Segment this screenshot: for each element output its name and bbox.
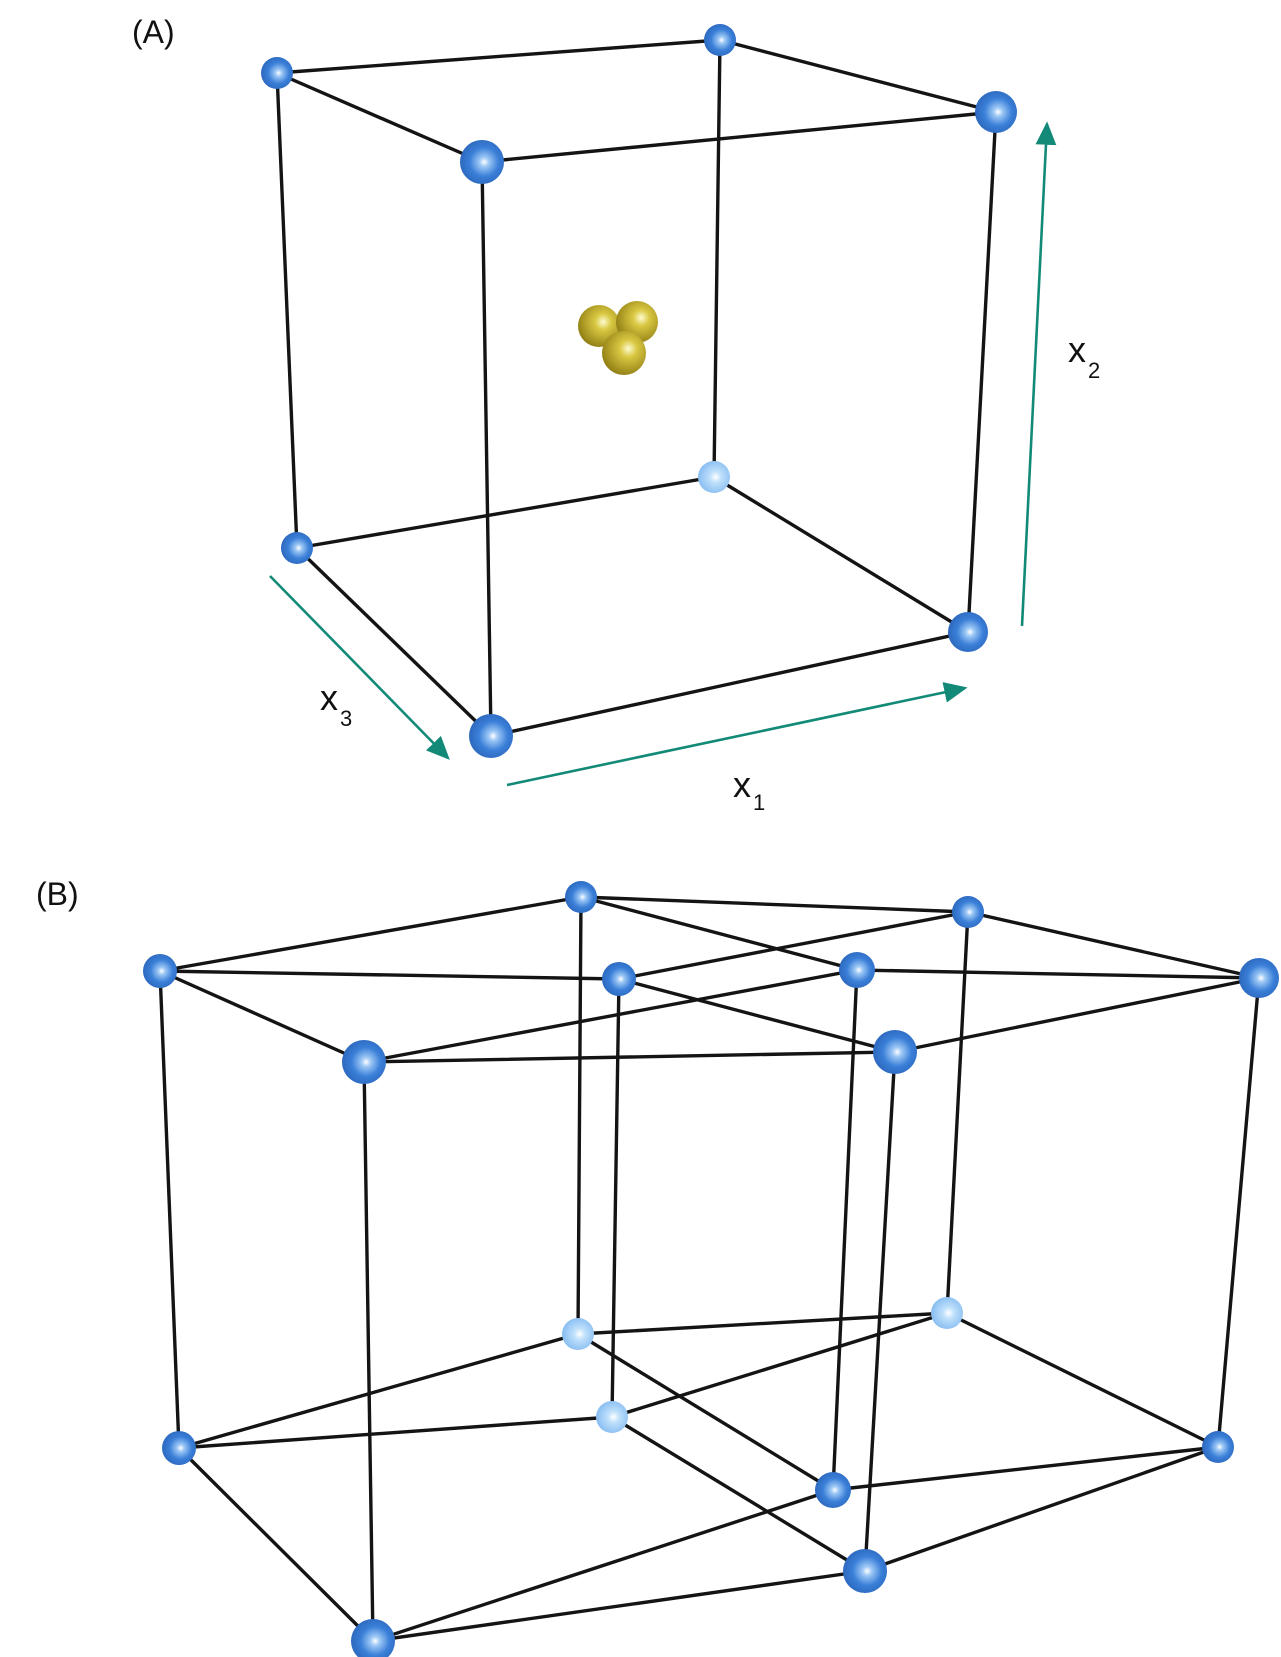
panel-a-axes bbox=[269, 121, 1057, 787]
edge bbox=[966, 910, 1261, 980]
x2-label-main: x bbox=[1068, 329, 1086, 370]
edge bbox=[610, 977, 621, 1419]
edge bbox=[576, 895, 583, 1336]
edge bbox=[712, 38, 722, 479]
edge bbox=[863, 1445, 1220, 1573]
edge bbox=[576, 1311, 949, 1336]
edge bbox=[966, 110, 998, 634]
x1-axis-label: x 1 bbox=[733, 764, 765, 815]
atom bbox=[162, 1431, 196, 1465]
atom bbox=[596, 1401, 628, 1433]
x1-axis-arrow bbox=[506, 682, 968, 787]
edge bbox=[831, 1445, 1220, 1492]
edge bbox=[945, 910, 970, 1315]
edge bbox=[579, 895, 859, 972]
atom bbox=[460, 140, 504, 184]
edge bbox=[295, 475, 716, 550]
atom bbox=[948, 612, 988, 652]
edge bbox=[489, 630, 970, 738]
edge bbox=[863, 1050, 897, 1573]
center-atom-cluster bbox=[578, 301, 658, 375]
edge bbox=[576, 1332, 835, 1492]
edge bbox=[617, 977, 897, 1054]
edge bbox=[610, 1311, 949, 1419]
edge bbox=[371, 1488, 835, 1643]
panel-a-atoms bbox=[261, 24, 1017, 758]
atom bbox=[843, 1549, 887, 1593]
atom bbox=[1202, 1431, 1234, 1463]
edge bbox=[295, 546, 493, 738]
edge bbox=[275, 71, 484, 164]
atom bbox=[602, 962, 636, 996]
atom bbox=[351, 1619, 395, 1657]
center-atom bbox=[602, 331, 646, 375]
atom bbox=[261, 57, 293, 89]
edge bbox=[617, 910, 970, 981]
atom bbox=[698, 461, 730, 493]
edge bbox=[362, 968, 859, 1064]
atom bbox=[565, 881, 597, 913]
edge bbox=[371, 1569, 867, 1643]
atom bbox=[562, 1318, 594, 1350]
panel-a-label: (A) bbox=[132, 14, 175, 50]
atom bbox=[342, 1040, 386, 1084]
panel-a-edges bbox=[275, 38, 998, 738]
edge bbox=[362, 1060, 375, 1643]
atom bbox=[469, 714, 513, 758]
edge bbox=[480, 110, 998, 164]
x3-axis-label: x 3 bbox=[320, 677, 352, 731]
edge bbox=[177, 1332, 580, 1450]
x1-label-main: x bbox=[733, 764, 751, 805]
edge bbox=[177, 1446, 375, 1643]
atom bbox=[1239, 958, 1279, 998]
atom bbox=[952, 896, 984, 928]
edge bbox=[610, 1415, 867, 1573]
x2-label-sub: 2 bbox=[1088, 358, 1100, 383]
panel-b-label: (B) bbox=[36, 876, 79, 912]
edge bbox=[480, 160, 493, 738]
edge bbox=[718, 38, 998, 114]
x1-label-sub: 1 bbox=[753, 790, 765, 815]
atom bbox=[143, 954, 177, 988]
x3-label-main: x bbox=[320, 677, 338, 718]
atom bbox=[873, 1030, 917, 1074]
x2-axis-label: x 2 bbox=[1068, 329, 1100, 383]
atom bbox=[975, 91, 1017, 133]
edge bbox=[855, 968, 1261, 980]
edge bbox=[579, 895, 970, 914]
panel-b-atoms bbox=[143, 881, 1279, 1657]
atom bbox=[704, 24, 736, 56]
panel-b-double-cell bbox=[143, 881, 1279, 1657]
x3-label-sub: 3 bbox=[340, 706, 352, 731]
edge bbox=[893, 976, 1261, 1054]
edge bbox=[275, 38, 722, 75]
edge bbox=[362, 1050, 897, 1064]
edge bbox=[275, 71, 299, 550]
edge bbox=[158, 969, 366, 1064]
edge bbox=[158, 969, 621, 981]
edge bbox=[831, 968, 859, 1492]
atom bbox=[281, 532, 313, 564]
edge bbox=[177, 1415, 614, 1450]
edge bbox=[1216, 976, 1261, 1449]
atom bbox=[839, 952, 875, 988]
x3-axis-arrow bbox=[269, 575, 450, 760]
edge bbox=[158, 969, 181, 1450]
edge bbox=[945, 1311, 1220, 1449]
edge bbox=[158, 895, 583, 973]
panel-a-unit-cell: x 1 x 2 x 3 bbox=[261, 24, 1100, 815]
edge bbox=[712, 475, 970, 634]
x2-axis-arrow bbox=[1020, 121, 1057, 627]
atom bbox=[815, 1472, 851, 1508]
atom bbox=[931, 1297, 963, 1329]
panel-b-edges bbox=[158, 895, 1261, 1643]
